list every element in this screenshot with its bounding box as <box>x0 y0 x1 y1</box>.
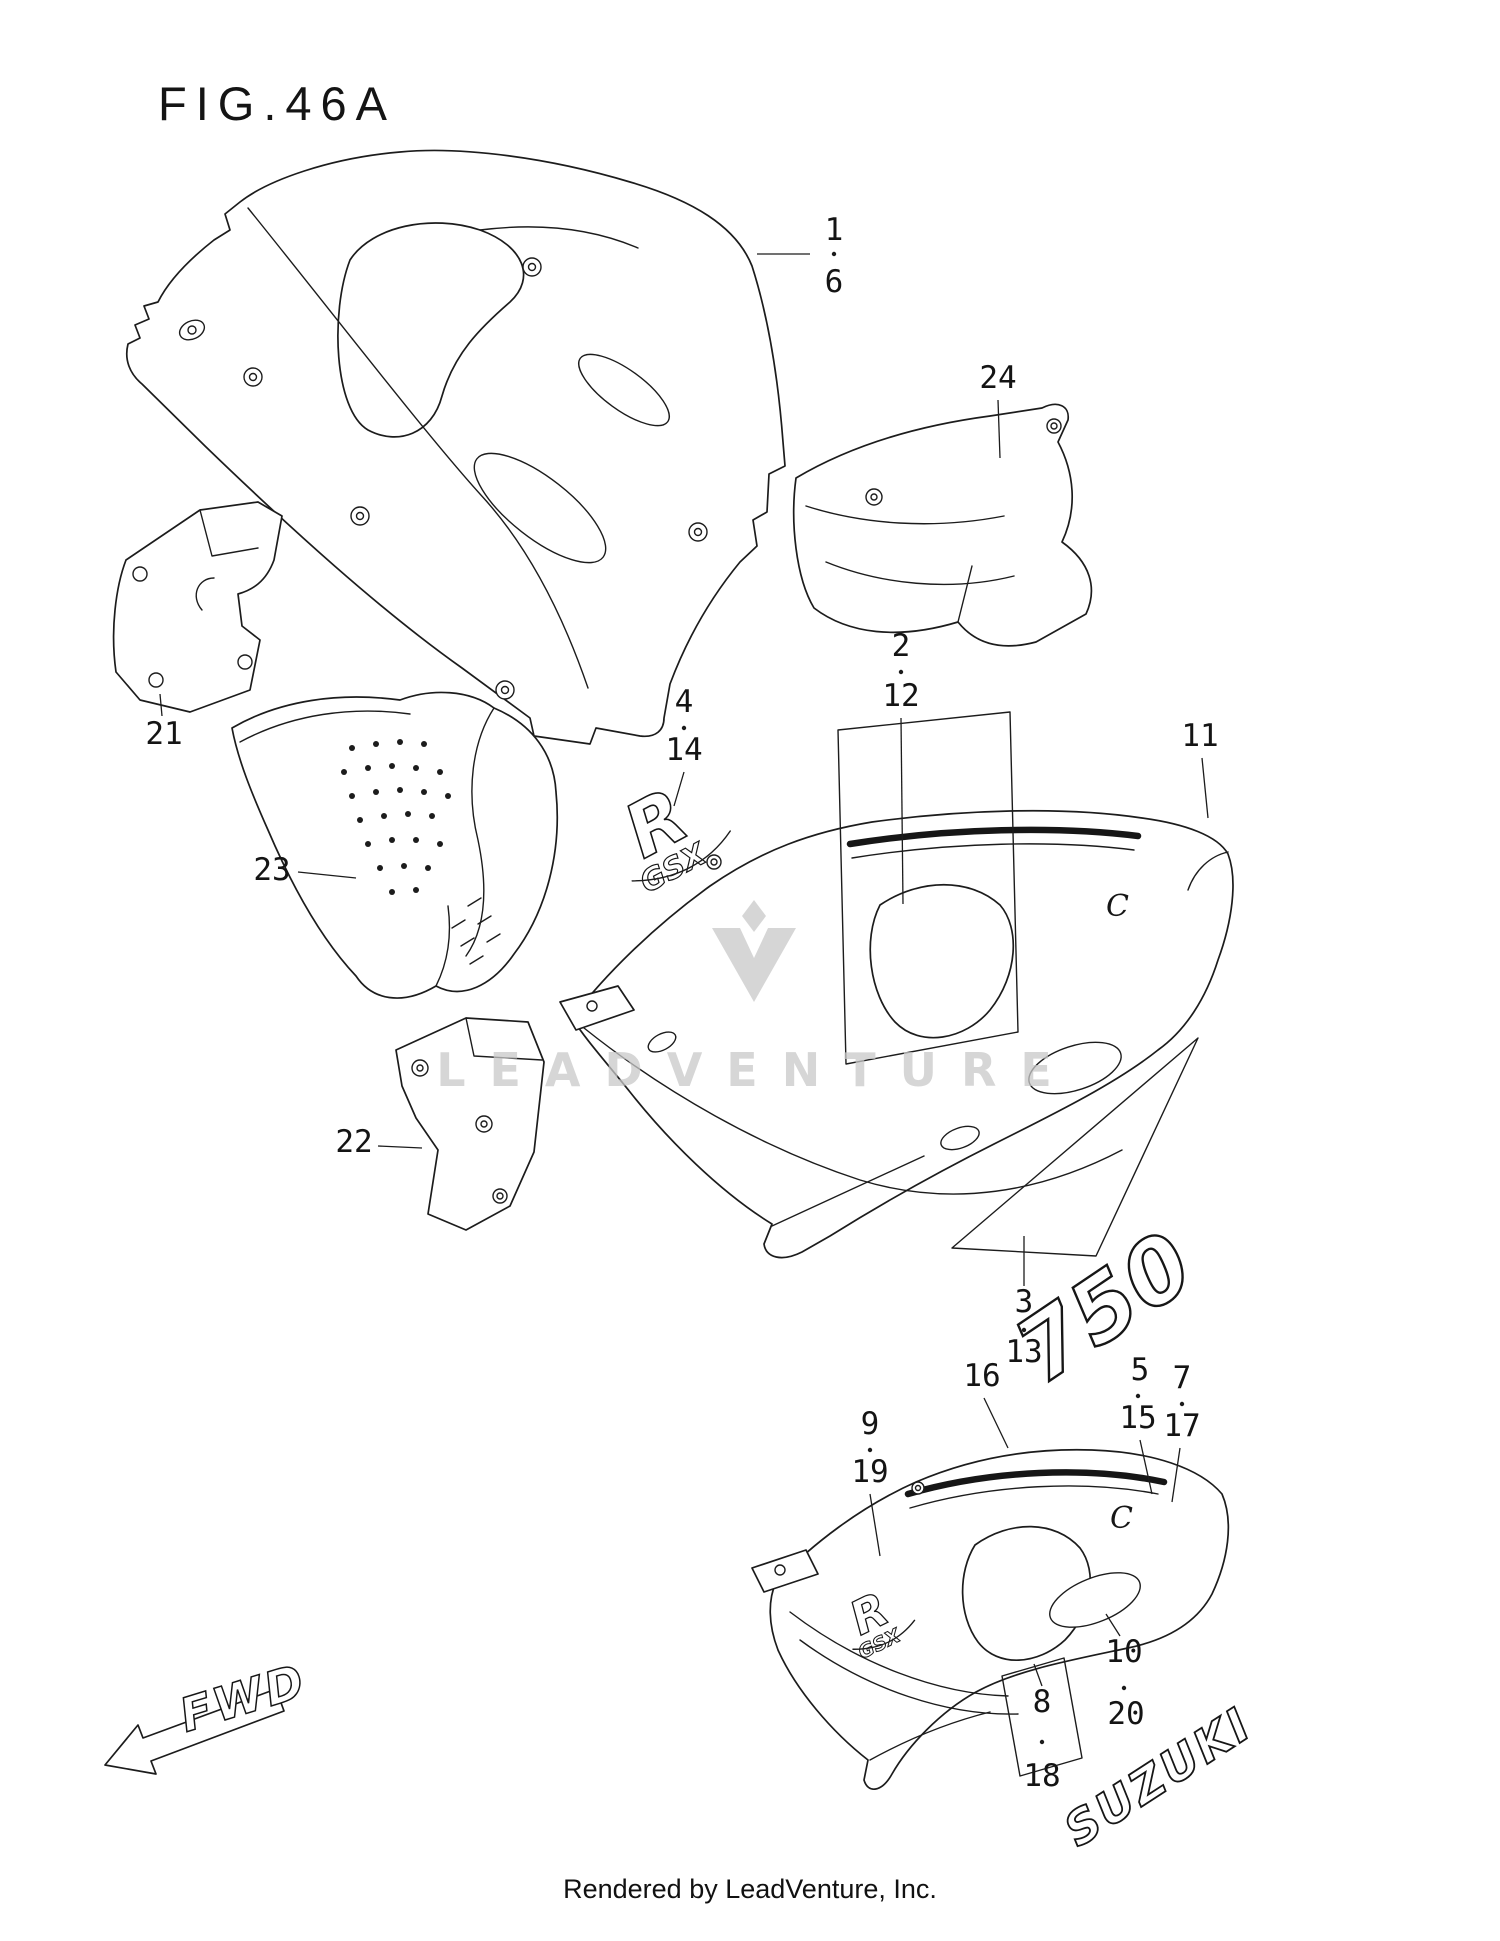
callout-dot <box>867 1447 873 1453</box>
callout-dot <box>1039 1739 1045 1745</box>
leader-line <box>1171 1447 1181 1503</box>
side-cowl-middle: C <box>559 809 1234 1259</box>
callout-9-19[interactable]: 9 19 <box>851 1406 889 1557</box>
part-number-24[interactable]: 24 <box>979 360 1016 396</box>
heat-shield-part-23 <box>231 691 559 999</box>
leader-line <box>900 717 904 905</box>
part-number-16[interactable]: 16 <box>963 1358 1000 1394</box>
callout-5-15[interactable]: 5 15 <box>1119 1352 1157 1495</box>
decal-sheet-2-12 <box>837 711 1019 1065</box>
leader-line <box>1033 1663 1043 1687</box>
vent-slot <box>473 452 607 564</box>
fwd-arrow-icon <box>104 1688 285 1775</box>
c-marking: C <box>1110 1501 1133 1536</box>
leader-line <box>997 399 1001 459</box>
part-number-8[interactable]: 8 <box>1033 1684 1052 1720</box>
part-number-6[interactable]: 6 <box>825 264 844 300</box>
leader-line <box>159 693 163 717</box>
leader-line <box>377 1145 423 1149</box>
callout-24[interactable]: 24 <box>979 360 1017 459</box>
callout-4-14[interactable]: 4 14 <box>665 684 703 807</box>
part-number-13[interactable]: 13 <box>1005 1334 1042 1370</box>
top-stripe <box>846 826 1142 848</box>
vent-slot <box>578 353 670 427</box>
part-number-1[interactable]: 1 <box>825 212 844 248</box>
part-number-17[interactable]: 17 <box>1163 1408 1200 1444</box>
callout-dot <box>1135 1393 1141 1399</box>
leader-line <box>1105 1613 1121 1637</box>
part-number-14[interactable]: 14 <box>665 732 702 768</box>
callout-22[interactable]: 22 <box>335 1124 423 1160</box>
callout-16[interactable]: 16 <box>963 1358 1009 1449</box>
callout-3-13[interactable]: 3 13 <box>1005 1236 1043 1370</box>
callout-7-17[interactable]: 7 17 <box>1163 1360 1201 1503</box>
bracket-part-22 <box>395 1017 545 1231</box>
leader-line <box>673 771 685 807</box>
side-cowl-lower: C <box>751 1448 1230 1790</box>
leader-line <box>983 1397 1009 1449</box>
callout-8-18[interactable]: 8 18 <box>1023 1663 1061 1794</box>
fwd-label: FWD <box>173 1653 312 1742</box>
part-number-7[interactable]: 7 <box>1173 1360 1192 1396</box>
part-number-22[interactable]: 22 <box>335 1124 372 1160</box>
figure-title: FIG.46A <box>158 77 396 130</box>
fwd-direction-arrow: FWD <box>104 1652 314 1775</box>
part-number-12[interactable]: 12 <box>882 678 919 714</box>
decal-sheet-8-18 <box>1001 1657 1083 1777</box>
suzuki-logo-decal: SUZUKI <box>1054 1696 1263 1859</box>
callout-10-20[interactable]: 10 20 <box>1105 1613 1145 1732</box>
leadventure-watermark: LEADVENTURE <box>436 900 1076 1097</box>
part-number-5[interactable]: 5 <box>1131 1352 1150 1388</box>
callout-dot <box>1121 1685 1127 1691</box>
air-intake-opening <box>961 1525 1092 1661</box>
screw-fasteners <box>243 257 708 700</box>
headlight-recess <box>337 222 525 438</box>
leadventure-logo-icon <box>712 928 796 1002</box>
callout-dot <box>1021 1327 1027 1333</box>
lower-opening <box>1028 1041 1122 1095</box>
callout-2-12[interactable]: 2 12 <box>882 628 920 905</box>
part-number-10[interactable]: 10 <box>1105 1634 1142 1670</box>
part-number-19[interactable]: 19 <box>851 1454 888 1490</box>
upper-fairing-panel <box>125 149 786 745</box>
hatch-marks <box>451 897 501 965</box>
leader-line <box>869 1493 881 1557</box>
leader-line <box>1201 757 1209 819</box>
callout-dot <box>831 251 837 257</box>
leader-line <box>1139 1439 1153 1495</box>
part-number-20[interactable]: 20 <box>1107 1696 1144 1732</box>
part-number-3[interactable]: 3 <box>1015 1284 1034 1320</box>
perforation-dots <box>341 739 451 895</box>
part-number-23[interactable]: 23 <box>253 852 290 888</box>
watermark-text: LEADVENTURE <box>436 1043 1076 1097</box>
callout-1-6[interactable]: 1 6 <box>757 212 843 300</box>
callout-21[interactable]: 21 <box>145 693 183 752</box>
lower-opening <box>1049 1572 1141 1628</box>
part-number-18[interactable]: 18 <box>1023 1758 1060 1794</box>
suzuki-text: SUZUKI <box>1055 1696 1262 1857</box>
footer-credit: Rendered by LeadVenture, Inc. <box>563 1874 937 1904</box>
leader-line <box>297 871 357 879</box>
callout-dot <box>1179 1401 1185 1407</box>
part-number-4[interactable]: 4 <box>675 684 694 720</box>
part-number-11[interactable]: 11 <box>1181 718 1218 754</box>
tail-cowl-part-24 <box>792 403 1093 647</box>
top-stripe <box>904 1469 1168 1498</box>
part-number-9[interactable]: 9 <box>861 1406 880 1442</box>
callout-11[interactable]: 11 <box>1181 718 1219 819</box>
leadventure-logo-icon-top <box>742 900 766 932</box>
callout-dot <box>681 725 687 731</box>
callouts: 1 6 24 21 2 12 4 14 11 2 <box>145 212 1218 1794</box>
air-intake-opening <box>869 883 1015 1039</box>
callout-23[interactable]: 23 <box>253 852 357 888</box>
part-number-2[interactable]: 2 <box>892 628 911 664</box>
c-marking: C <box>1106 889 1129 924</box>
callout-dot <box>898 669 904 675</box>
bracket-part-21 <box>112 501 283 713</box>
part-number-21[interactable]: 21 <box>145 716 182 752</box>
part-number-15[interactable]: 15 <box>1119 1400 1156 1436</box>
